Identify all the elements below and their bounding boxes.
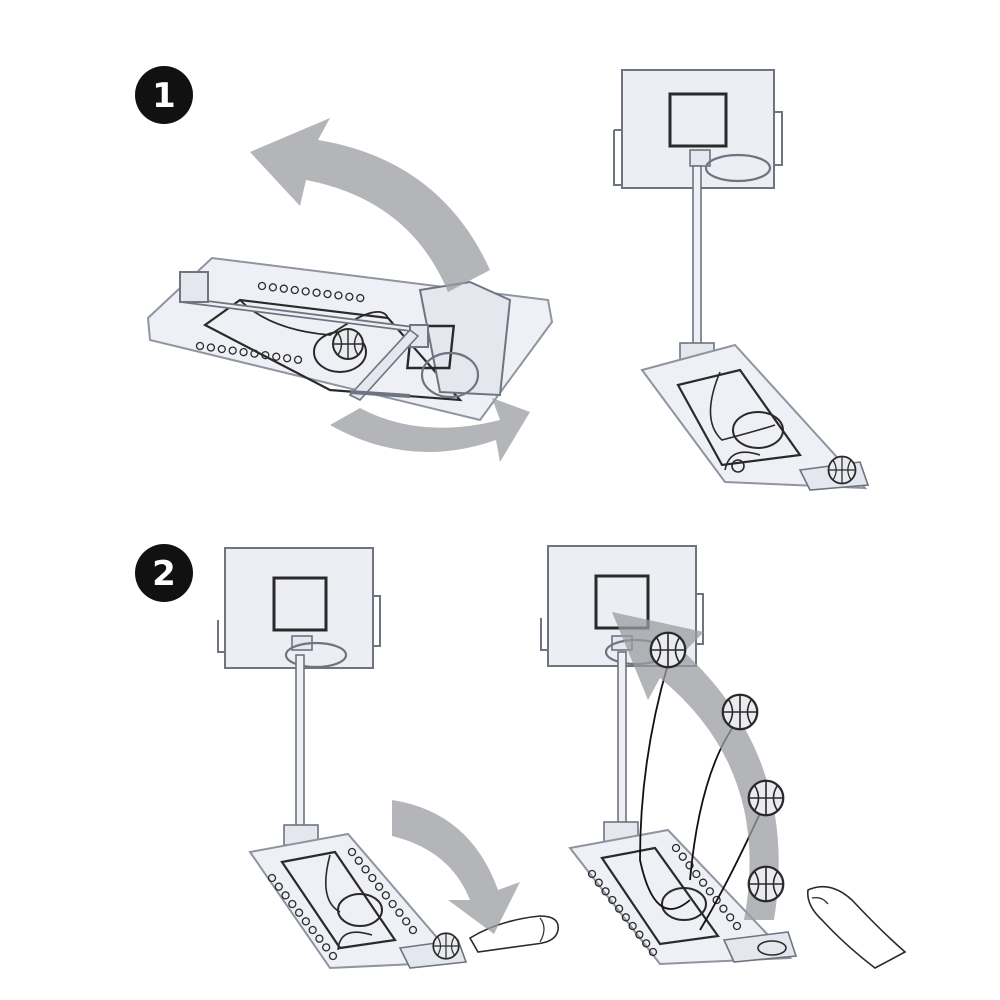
rotate-arrow-icon bbox=[250, 118, 530, 462]
down-arrow-icon bbox=[392, 800, 520, 934]
ball-icon bbox=[827, 455, 857, 485]
step-1-number: 1 bbox=[152, 76, 176, 116]
assembled-hoop-illustration bbox=[613, 69, 870, 491]
step-1-badge: 1 bbox=[135, 66, 193, 124]
hoop-icon bbox=[689, 149, 772, 183]
step-2-badge: 2 bbox=[135, 544, 193, 602]
finger-icon bbox=[468, 915, 559, 953]
press-launcher-illustration bbox=[217, 547, 559, 970]
arc-arrow-icon bbox=[612, 612, 779, 920]
step-2-number: 2 bbox=[152, 554, 176, 594]
folded-kit-illustration bbox=[146, 256, 554, 422]
pointing-finger-icon bbox=[806, 885, 907, 969]
